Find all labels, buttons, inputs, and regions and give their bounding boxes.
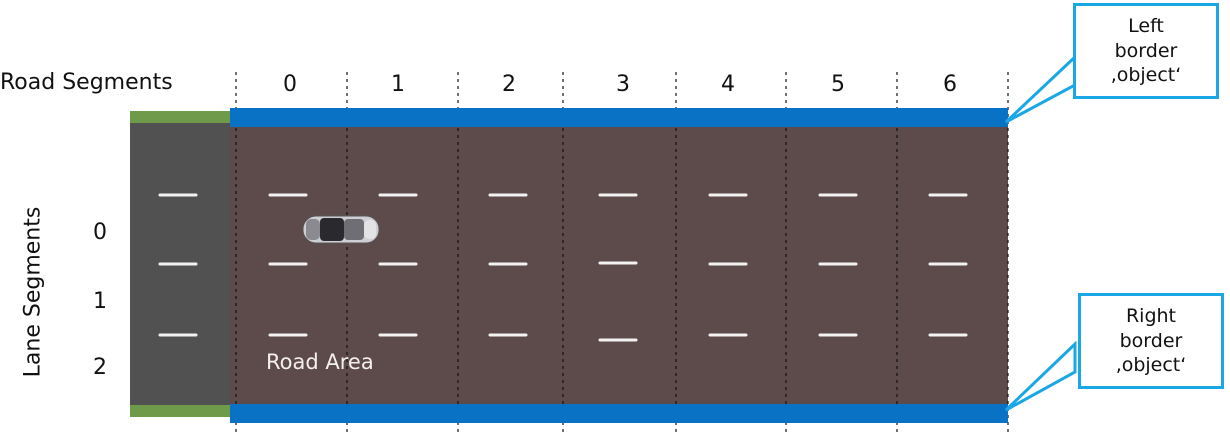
grass-strip-top: [130, 111, 230, 123]
left-border-object: [230, 108, 1008, 127]
lane-segment-label: 2: [93, 355, 107, 380]
lane-markings: [158, 193, 968, 342]
lane-segment-label: 1: [93, 289, 107, 314]
road-segment-label: 3: [616, 72, 630, 97]
road-segment-label: 6: [943, 72, 957, 97]
callout-line: ‚object‘: [1110, 64, 1182, 87]
right-border-callout-pointer: [1004, 340, 1077, 412]
callout-line: Left: [1128, 14, 1164, 37]
right-border-callout: Right border ‚object‘: [1078, 293, 1224, 389]
road-segment-label: 2: [502, 72, 516, 97]
road-segment-label: 1: [391, 72, 405, 97]
left-border-callout-pointer: [1004, 53, 1077, 124]
car-icon: [302, 215, 380, 244]
lane-segments-label: Lane Segments: [20, 206, 46, 378]
grass-strip-bottom: [130, 405, 230, 417]
road-segment-label: 4: [721, 72, 735, 97]
callout-line: ‚object‘: [1115, 354, 1187, 377]
callout-line: Right: [1125, 304, 1177, 327]
callout-line: border: [1119, 329, 1183, 352]
road-segment-label: 5: [831, 72, 845, 97]
callout-line: border: [1114, 39, 1178, 62]
road-segment-label: 0: [283, 72, 297, 97]
road-segments-label: Road Segments: [0, 70, 173, 95]
left-border-callout: Left border ‚object‘: [1073, 3, 1219, 99]
road-area-label: Road Area: [266, 350, 374, 374]
lane-segment-label: 0: [93, 220, 107, 245]
right-border-object: [230, 404, 1008, 423]
